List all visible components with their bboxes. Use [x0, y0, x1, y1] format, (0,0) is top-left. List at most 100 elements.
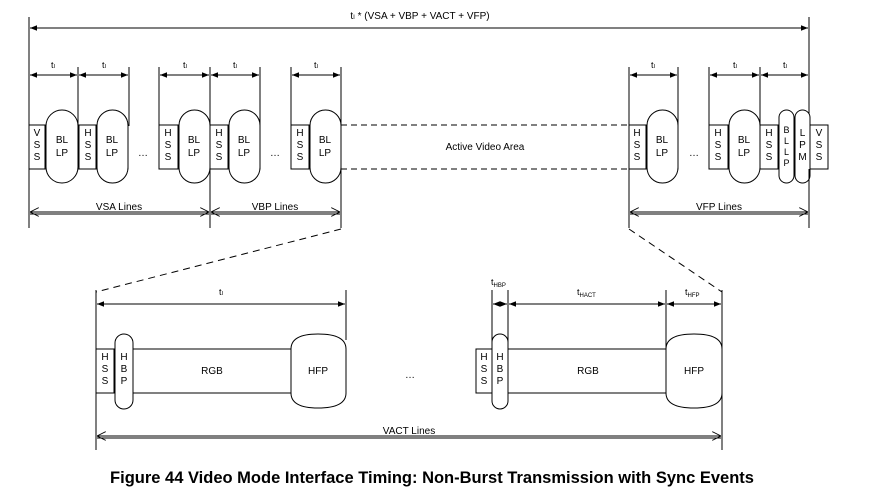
- vss-cell: V S S: [816, 128, 823, 163]
- svg-text:S: S: [715, 140, 722, 151]
- tl-label: tₗ: [733, 60, 738, 70]
- svg-text:H: H: [120, 352, 127, 363]
- tl-markers-top: tₗ tₗ tₗ tₗ tₗ tₗ tₗ tₗ: [28, 60, 808, 126]
- hbp-capsule: [114, 333, 134, 410]
- lpm-label: L P M: [798, 128, 806, 163]
- svg-text:S: S: [216, 152, 223, 163]
- svg-text:B: B: [783, 125, 789, 135]
- tl-label: tₗ: [102, 60, 107, 70]
- bllp-capsule: [728, 109, 761, 184]
- tl-label: tₗ: [219, 287, 224, 297]
- hss-cell: H S S: [765, 128, 772, 163]
- svg-text:H: H: [84, 128, 91, 139]
- svg-text:H: H: [215, 128, 222, 139]
- rgb-label: RGB: [201, 366, 223, 377]
- bllp-capsule: [309, 109, 342, 184]
- svg-text:S: S: [102, 376, 109, 387]
- svg-text:H: H: [633, 128, 640, 139]
- svg-text:H: H: [714, 128, 721, 139]
- svg-text:P: P: [783, 158, 789, 168]
- vss-cell: V S S: [34, 128, 41, 163]
- svg-text:S: S: [34, 140, 41, 151]
- bottom-strip-left: [95, 333, 347, 410]
- hss-cell: H S S: [633, 128, 640, 163]
- svg-text:S: S: [165, 140, 172, 151]
- svg-text:V: V: [34, 128, 41, 139]
- svg-text:B: B: [121, 364, 128, 375]
- svg-text:S: S: [766, 140, 773, 151]
- bllp-label: BL LP: [188, 135, 201, 159]
- svg-text:S: S: [85, 152, 92, 163]
- hbp-capsule: [491, 333, 509, 410]
- svg-text:P: P: [799, 140, 806, 151]
- lpm-capsule: [794, 109, 811, 184]
- svg-text:L: L: [800, 128, 806, 139]
- hbp-label: H B P: [496, 352, 503, 387]
- vact-lines-label: VACT Lines: [383, 426, 435, 437]
- svg-text:S: S: [297, 140, 304, 151]
- tl-label: tₗ: [314, 60, 319, 70]
- active-video-area: Active Video Area: [341, 124, 629, 170]
- svg-text:H: H: [480, 352, 487, 363]
- svg-text:BL: BL: [738, 135, 751, 146]
- tl-label: tₗ: [783, 60, 788, 70]
- hss-cell: H S S: [480, 352, 487, 387]
- bllp-label: BL LP: [656, 135, 669, 159]
- svg-text:S: S: [766, 152, 773, 163]
- svg-text:L: L: [784, 136, 789, 146]
- svg-text:LP: LP: [188, 148, 201, 159]
- zoom-connector-lines: [95, 228, 723, 293]
- thfp-label: tHFP: [685, 287, 700, 299]
- svg-text:P: P: [121, 376, 128, 387]
- svg-text:BL: BL: [319, 135, 332, 146]
- svg-text:S: S: [715, 152, 722, 163]
- svg-text:BL: BL: [56, 135, 69, 146]
- section-line-brackets: VSA Lines VBP Lines VFP Lines: [28, 169, 810, 228]
- vbp-lines-label: VBP Lines: [252, 202, 299, 213]
- svg-text:S: S: [634, 152, 641, 163]
- svg-text:LP: LP: [106, 148, 119, 159]
- hfp-shape: [290, 333, 347, 409]
- svg-text:M: M: [798, 152, 806, 163]
- svg-text:V: V: [816, 128, 823, 139]
- tl-label: tₗ: [651, 60, 656, 70]
- svg-text:S: S: [85, 140, 92, 151]
- hss-cell: H S S: [101, 352, 108, 387]
- hbp-label: H B P: [120, 352, 127, 387]
- svg-text:LP: LP: [319, 148, 332, 159]
- hss-cell: H S S: [215, 128, 222, 163]
- svg-text:L: L: [784, 147, 789, 157]
- thact-label: tHACT: [577, 287, 596, 299]
- svg-text:S: S: [165, 152, 172, 163]
- svg-text:S: S: [481, 376, 488, 387]
- bllp-label: BL LP: [238, 135, 251, 159]
- svg-text:S: S: [634, 140, 641, 151]
- svg-text:BL: BL: [188, 135, 201, 146]
- svg-text:S: S: [297, 152, 304, 163]
- svg-text:LP: LP: [56, 148, 69, 159]
- svg-text:H: H: [496, 352, 503, 363]
- svg-text:H: H: [765, 128, 772, 139]
- hss-cell: H S S: [714, 128, 721, 163]
- hfp-shape: [665, 333, 723, 409]
- svg-text:BL: BL: [656, 135, 669, 146]
- svg-text:BL: BL: [238, 135, 251, 146]
- bllp-small-capsule: [778, 109, 795, 184]
- svg-text:LP: LP: [738, 148, 751, 159]
- rgb-label: RGB: [577, 366, 599, 377]
- active-video-label: Active Video Area: [446, 142, 525, 153]
- svg-text:H: H: [296, 128, 303, 139]
- vsa-lines-label: VSA Lines: [96, 202, 142, 213]
- total-time-label: tₗ * (VSA + VBP + VACT + VFP): [350, 11, 489, 22]
- hfp-label: HFP: [308, 366, 328, 377]
- tl-label: tₗ: [183, 60, 188, 70]
- bottom-strip-right: [475, 333, 723, 410]
- ellipsis: …: [689, 148, 699, 159]
- hfp-label: HFP: [684, 366, 704, 377]
- svg-text:S: S: [816, 140, 823, 151]
- top-strip: [28, 109, 829, 184]
- bllp-label: BL LP: [56, 135, 69, 159]
- tl-label: tₗ: [233, 60, 238, 70]
- svg-text:S: S: [34, 152, 41, 163]
